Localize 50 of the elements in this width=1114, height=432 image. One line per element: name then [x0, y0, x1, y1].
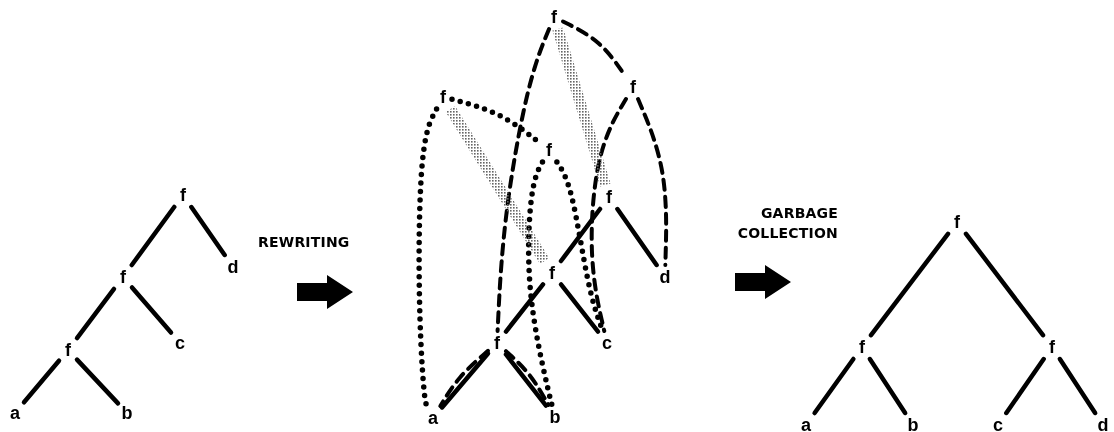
tree-node-label: f [60, 340, 76, 360]
tree-edge [74, 286, 117, 341]
tree-node-label: c [990, 415, 1006, 432]
tree-edge [867, 356, 908, 416]
tree-node-label: a [7, 403, 23, 423]
tree-node-label: c [599, 333, 615, 353]
tree-edge [503, 282, 546, 334]
tree-node-label: b [905, 415, 921, 432]
tree-node-label: f [625, 77, 641, 97]
tree-node-label: f [544, 263, 560, 283]
tree-edge [868, 231, 951, 338]
tree-edge [812, 356, 856, 416]
tree-node-label: d [225, 257, 241, 277]
tree-node-label: c [172, 333, 188, 353]
tree-node-label: f [115, 267, 131, 287]
tree-node-label: f [175, 185, 191, 205]
tree-edge [525, 159, 555, 408]
tree-edge [189, 204, 227, 258]
tree-node-label: b [119, 403, 135, 423]
tree-node-label: f [435, 87, 451, 107]
tree-node-label: d [657, 267, 673, 287]
tree-edge [495, 27, 552, 333]
tree-node-label: a [798, 415, 814, 432]
tree-edge [558, 282, 601, 334]
tree-edge [129, 204, 177, 268]
tree-edge [1004, 356, 1046, 416]
tree-node-label: f [949, 212, 965, 232]
tree-edge [615, 206, 659, 268]
tree-node-label: f [541, 140, 557, 160]
tree-node-label: f [601, 187, 617, 207]
tree-edge [1057, 356, 1098, 416]
tree-edge [129, 285, 174, 335]
step-label: REWRITING [258, 233, 351, 252]
tree-node-label: a [425, 408, 441, 428]
tree-node-label: d [1095, 415, 1111, 432]
tree-node-label: b [547, 407, 563, 427]
tree-edge [21, 358, 62, 405]
hatched-band [552, 27, 611, 187]
tree-edge [636, 97, 669, 267]
tree-node-label: f [1044, 337, 1060, 357]
tree-edge [963, 231, 1046, 338]
tree-node-label: f [854, 337, 870, 357]
step-label: GARBAGE COLLECTION [736, 204, 838, 243]
tree-edge [416, 106, 440, 409]
tree-node-label: f [546, 7, 562, 27]
hatched-band [445, 106, 550, 264]
tree-edge [558, 206, 603, 264]
tree-node-label: f [489, 333, 505, 353]
tree-edge [74, 357, 121, 406]
tree-edge [589, 97, 628, 333]
